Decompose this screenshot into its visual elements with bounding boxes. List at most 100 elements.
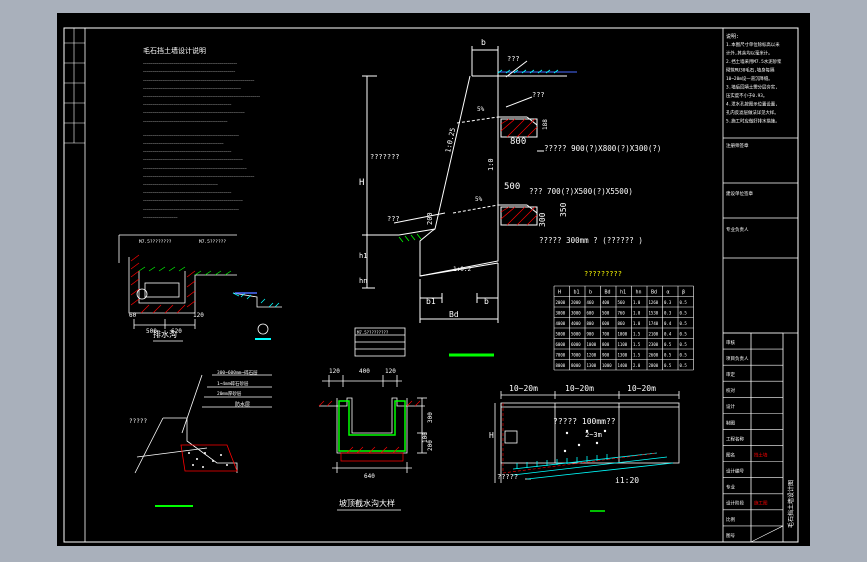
table-cell: 560 [618,300,626,305]
table-cell: 0.5 [664,353,672,358]
table-header: α [667,290,670,296]
table-cell: 0.5 [680,300,688,305]
drain-block-lower [500,206,538,226]
ditch2-base [340,452,404,462]
label-mid1: ??? [532,91,545,99]
notes-line: ~~~~~~~~~~~~~~~~~~~~~~~~~~~~~~~~~~~~~~~~… [143,150,231,154]
table-cell: 1530 [649,311,659,316]
notes-line: ~~~~~~~~~~~~~~~~~~~~~~~~~~~~~~~~~~~~~~~~… [143,62,237,66]
dim-H: H [359,178,364,188]
table-cell: 1200 [587,353,597,358]
elevation-footing [502,403,658,474]
side-line: 3.墙后回填土需分层夯实, [726,84,778,91]
title-label: 设计阶段 [726,500,744,507]
elev-joint-note: ????? 100mm?? [553,417,616,426]
ditch2-dim-300: 300 [427,412,434,423]
notes-line: ~~~~~~~~~~~~~~~~~~~~~~~~~~~~~~~~~~~~~~~~… [143,87,241,91]
table-cell: 700 [602,332,610,337]
table-cell: 1740 [649,321,659,326]
side-line: 1.本图尺寸单位除标高以米 [726,41,780,48]
table-cell: 2100 [649,332,659,337]
ditch-dim-120: 120 [193,312,204,319]
table-header: hn [636,290,642,296]
table-cell: 2000 [556,300,566,305]
drawing-sheet: 毛石挡土墙设计说明 ~~~~~~~~~~~~~~~~~~~~~~~~~~~~~~… [57,13,810,546]
notes-line: ~~~~~~~~~~~~~~~~~~ [143,216,178,220]
table-cell: 1260 [649,300,659,305]
title-label: 审定 [726,371,735,378]
title-label: 审核 [726,339,735,346]
table-cell: 800 [587,321,595,326]
dim-Bd: Bd [449,310,459,319]
wall-cross-section [362,46,577,323]
table-header: b [589,290,592,296]
elev-span-3: 10~20m [627,384,656,393]
table-cell: 1.0 [633,311,641,316]
table-cell: 0.3 [664,300,672,305]
dim-300: 300 [538,212,547,227]
notes-line: ~~~~~~~~~~~~~~~~~~~~~~~~~~~~~~~~~~~~~~~~… [143,175,254,179]
dim-b-top: b [481,38,486,47]
slope-5pct-b: 5% [475,196,483,203]
table-cell: 1300 [587,363,597,368]
notes-line: ~~~~~~~~~~~~~~~~~~~~~~~~~~~~~~~~~~~~~~~~… [143,158,243,162]
notes-line: ~~~~~~~~~~~~~~~~~~~~~~~~~~~~~~~~~~~~~~~~… [143,70,235,74]
ditch-dim-620: 620 [171,328,182,335]
side-notes: 说明:1.本图尺寸单位除标高以米计外,其余均以毫米计。2.挡土墙采用M7.5水泥… [726,33,782,125]
table-cell: 2000 [571,300,581,305]
table-cell: 2.0 [633,363,641,368]
dim-b-bottom: b [484,297,489,306]
title-label: 图号 [726,533,735,539]
side-line: 压实度不小于0.93。 [726,92,767,99]
table-cell: 500 [602,311,610,316]
table-cell: 0.5 [680,342,688,347]
ditch-detail [118,234,282,335]
table-cell: 600 [587,311,595,316]
table-title: ????????? [584,270,622,278]
notes-line: ~~~~~~~~~~~~~~~~~~~~~~~~~~~~~~~~~~~~~~~~… [143,191,231,195]
label-toe: ??? [387,215,400,223]
ditch2-title: 坡顶截水沟大样 [339,498,395,508]
table-cell: 0.5 [680,311,688,316]
notes-line: ~~~~~~~~~~~~~~~~~~~~~~~~~~~~~~~~~~~~~~~~… [143,119,228,123]
title-label: 工程名称 [726,435,744,442]
table-header: Bd [605,290,611,296]
table-cell: 2800 [649,363,659,368]
table-cell: 5000 [556,332,566,337]
table-cell: 1400 [618,363,628,368]
table-cell: 900 [587,332,595,337]
table-cell: 0.5 [664,363,672,368]
table-cell: 1.5 [633,332,641,337]
dim-b1: b1 [426,297,436,306]
side-line: 孔内反滤层做法详见大样。 [726,109,779,116]
table-cell: 1300 [618,353,628,358]
table-cell: 1000 [602,363,612,368]
table-cell: 900 [602,353,610,358]
ditch2-dim-120a: 120 [329,368,340,375]
dim-188: 188 [542,119,549,130]
table-cell: 2300 [649,342,659,347]
slope-5pct-a: 5% [477,106,485,113]
title-label: 项目负责人 [726,355,749,362]
side-line: 4.泄水孔按图示位置设置, [726,101,778,108]
notes-line: ~~~~~~~~~~~~~~~~~~~~~~~~~~~~~~~~~~~~~~~~… [143,166,247,170]
table-cell: 1.0 [633,300,641,305]
title-value-stage: 施工图 [754,500,768,507]
filter-mark: ????? [129,418,147,425]
binding-strip [64,28,85,144]
notes-line: ~~~~~~~~~~~~~~~~~~~~~~~~~~~~~~~~~~~~~~~~… [143,78,254,82]
elev-bottom-note: ????? [497,473,518,481]
ditch-spec-a: M7.5???????? [139,239,172,245]
section-labels: b ??? H h1 hn b1 b Bd 1:0.25 5% 5% 1:0 ?… [359,38,661,319]
filter-note-4: 防水层 [235,401,250,408]
filter-note-3: 20mm厚砂层 [217,390,242,397]
filter-note-1: 300~600mm~碎石层 [217,369,258,376]
table-cell: 2600 [649,353,659,358]
title-label: 制图 [726,419,735,426]
dim-350: 350 [559,202,568,217]
ditch-cyan [232,292,280,308]
table-cell: 1.5 [633,342,641,347]
elev-grade: 2~3m [585,431,602,439]
elev-slope: i1:20 [615,476,639,485]
table-cell: 800 [602,342,610,347]
